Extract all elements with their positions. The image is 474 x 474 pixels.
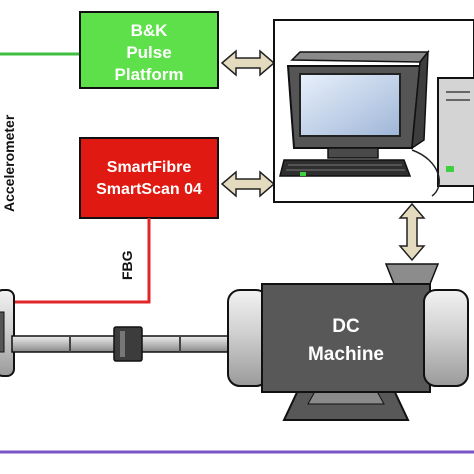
computer-monitor xyxy=(286,49,430,159)
fbg-fibre xyxy=(0,218,151,304)
computer-to-machine-arrow xyxy=(398,202,426,262)
smartfibre-to-computer-arrow xyxy=(220,170,276,198)
bk-to-computer-arrow xyxy=(220,49,276,77)
dc-machine-label-line2: Machine xyxy=(308,344,384,365)
bk-label-line3: Platform xyxy=(115,65,184,84)
dc-machine-label-line1: DC xyxy=(332,316,360,337)
bk-pulse-platform-block: B&K Pulse Platform xyxy=(79,11,219,89)
terminal-box xyxy=(384,263,440,285)
smartfibre-label-line1: SmartFibre xyxy=(107,159,192,176)
left-coupling-disc xyxy=(0,289,15,377)
shaft-coupling xyxy=(113,326,143,362)
bk-label-line2: Pulse xyxy=(126,43,171,62)
smartfibre-block: SmartFibre SmartScan 04 xyxy=(79,137,219,219)
dc-machine: DC Machine xyxy=(227,283,469,421)
accelerometer-label: Accelerometer xyxy=(1,114,17,212)
monitor-screen xyxy=(299,73,401,137)
bk-label-line1: B&K xyxy=(131,21,169,40)
computer-keyboard xyxy=(279,159,412,177)
computer-tower xyxy=(437,77,474,187)
mouse-cable xyxy=(411,149,441,197)
smartfibre-label-line2: SmartScan 04 xyxy=(96,181,202,198)
fbg-label: FBG xyxy=(119,250,135,280)
